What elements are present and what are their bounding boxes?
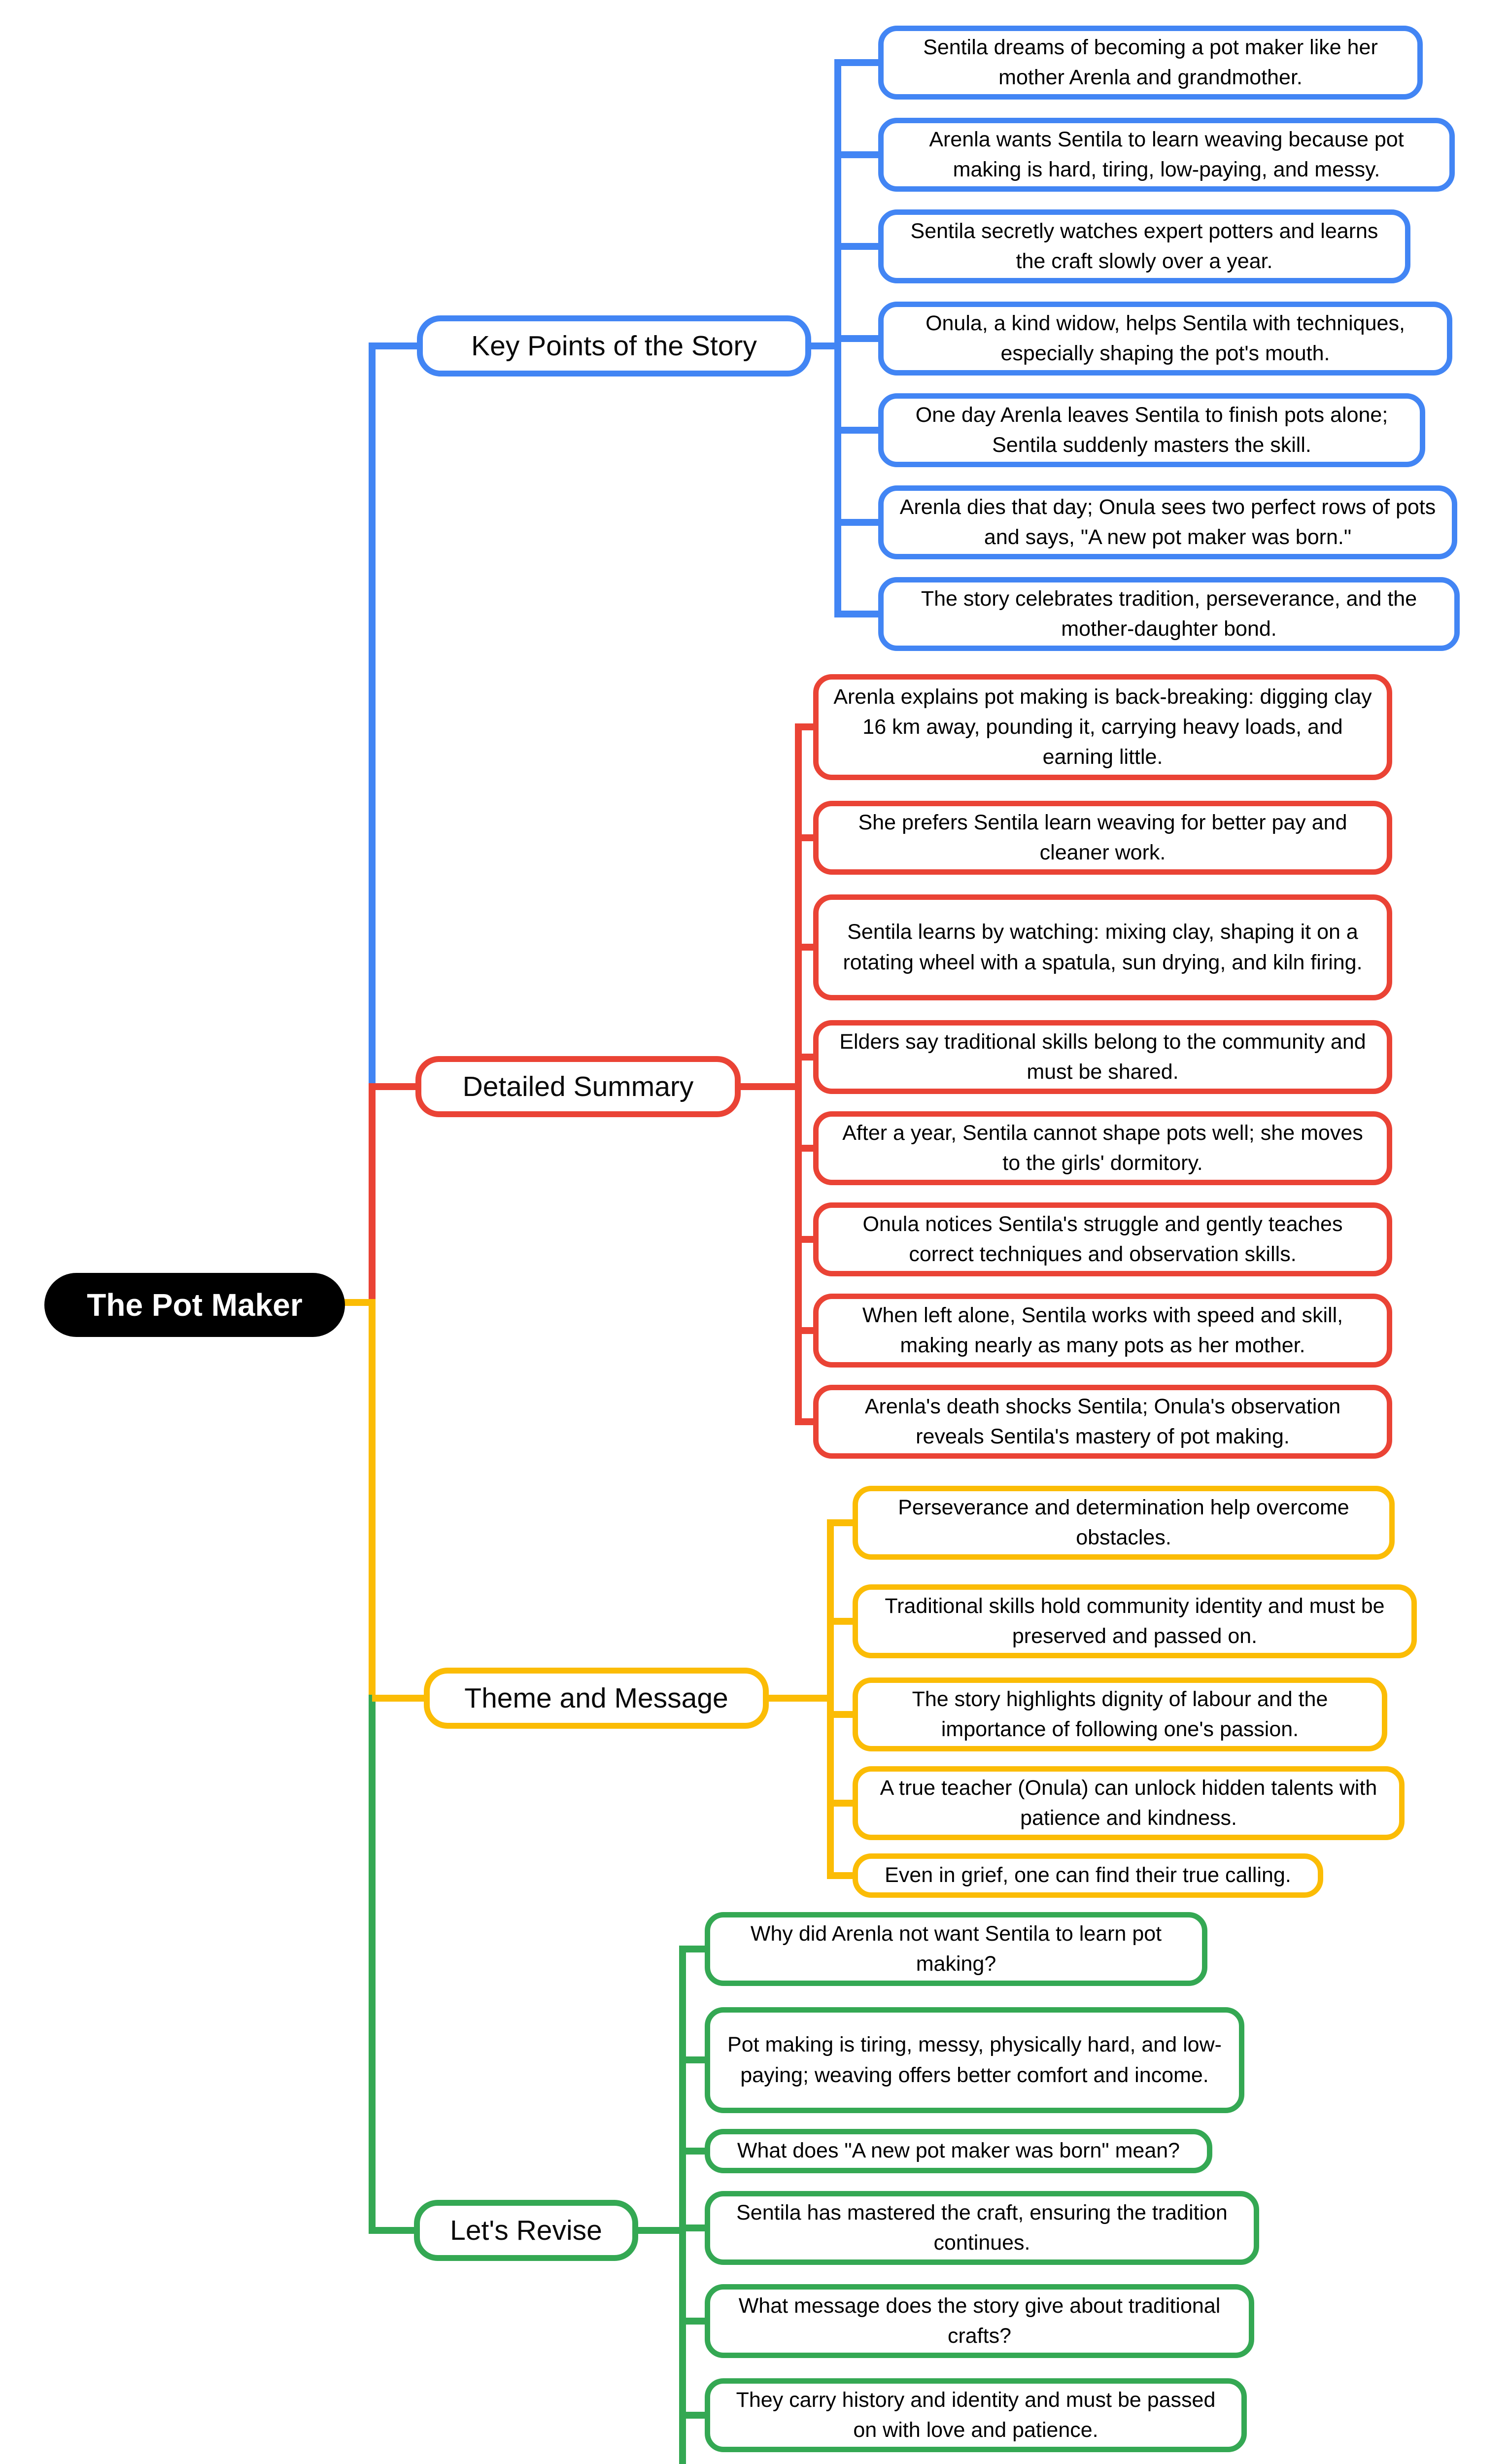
connector-child-stub bbox=[838, 243, 882, 250]
branch-label-key-points: Key Points of the Story bbox=[417, 315, 811, 376]
branch-label-detailed-summary: Detailed Summary bbox=[415, 1056, 741, 1117]
connector-child-stub bbox=[798, 834, 817, 841]
connector-child-stub bbox=[798, 1236, 817, 1243]
key-point-node: Sentila dreams of becoming a pot maker l… bbox=[878, 26, 1423, 100]
connector-child-stub bbox=[798, 944, 817, 951]
connector-child-stub bbox=[838, 59, 882, 66]
connector-child-stub bbox=[798, 1145, 817, 1152]
summary-node: She prefers Sentila learn weaving for be… bbox=[813, 801, 1392, 875]
connector-child-trunk-green bbox=[679, 1946, 686, 2464]
connector-child-stub bbox=[830, 1872, 856, 1879]
connector-label-stub-left bbox=[372, 342, 417, 349]
connector-child-stub bbox=[683, 2224, 708, 2231]
root-node: The Pot Maker bbox=[44, 1273, 345, 1337]
connector-child-stub bbox=[838, 151, 882, 158]
theme-node: The story highlights dignity of labour a… bbox=[853, 1677, 1387, 1751]
summary-node: When left alone, Sentila works with spee… bbox=[813, 1294, 1392, 1368]
connector-child-trunk-red bbox=[795, 723, 802, 1425]
connector-child-stub bbox=[838, 335, 882, 342]
connector-child-stub bbox=[683, 2318, 708, 2325]
key-point-node: Onula, a kind widow, helps Sentila with … bbox=[878, 302, 1452, 376]
connector-child-stub bbox=[683, 2412, 708, 2419]
connector-child-trunk-yellow bbox=[827, 1519, 834, 1879]
connector-label-stub-right bbox=[638, 2227, 686, 2234]
connector-child-stub bbox=[838, 519, 882, 526]
summary-node: Sentila learns by watching: mixing clay,… bbox=[813, 894, 1392, 1000]
connector-label-stub-left bbox=[372, 2227, 414, 2234]
connector-trunk-red bbox=[369, 1083, 376, 1306]
connector-child-stub bbox=[838, 427, 882, 434]
key-point-node: The story celebrates tradition, persever… bbox=[878, 577, 1460, 651]
revise-node: Pot making is tiring, messy, physically … bbox=[705, 2007, 1244, 2113]
summary-node: Onula notices Sentila's struggle and gen… bbox=[813, 1202, 1392, 1276]
revise-node: Why did Arenla not want Sentila to learn… bbox=[705, 1912, 1207, 1986]
summary-node: Arenla's death shocks Sentila; Onula's o… bbox=[813, 1385, 1392, 1459]
connector-child-stub bbox=[798, 1054, 817, 1061]
revise-node: Sentila has mastered the craft, ensuring… bbox=[705, 2191, 1259, 2265]
summary-node: After a year, Sentila cannot shape pots … bbox=[813, 1111, 1392, 1185]
theme-node: A true teacher (Onula) can unlock hidden… bbox=[853, 1766, 1405, 1840]
key-point-node: Sentila secretly watches expert potters … bbox=[878, 209, 1410, 283]
branch-label-theme-and-message: Theme and Message bbox=[424, 1668, 769, 1729]
connector-label-stub-right bbox=[769, 1695, 834, 1702]
connector-child-stub bbox=[683, 2056, 708, 2063]
connector-child-stub bbox=[830, 1618, 856, 1625]
key-point-node: Arenla wants Sentila to learn weaving be… bbox=[878, 118, 1455, 192]
revise-node: They carry history and identity and must… bbox=[705, 2378, 1247, 2452]
connector-trunk-green bbox=[369, 1695, 376, 2234]
connector-child-stub bbox=[798, 1418, 817, 1425]
summary-node: Elders say traditional skills belong to … bbox=[813, 1020, 1392, 1094]
connector-child-stub bbox=[798, 1327, 817, 1334]
connector-child-stub bbox=[838, 611, 882, 617]
revise-node: What message does the story give about t… bbox=[705, 2284, 1254, 2358]
key-point-node: One day Arenla leaves Sentila to finish … bbox=[878, 393, 1425, 467]
connector-label-stub-left bbox=[372, 1083, 415, 1090]
summary-node: Arenla explains pot making is back-break… bbox=[813, 674, 1392, 780]
connector-root-stub bbox=[340, 1299, 376, 1306]
connector-child-stub bbox=[683, 1946, 708, 1952]
branch-label-lets-revise: Let's Revise bbox=[414, 2200, 638, 2261]
theme-node: Traditional skills hold community identi… bbox=[853, 1584, 1417, 1658]
connector-child-stub bbox=[830, 1519, 856, 1526]
revise-node: What does "A new pot maker was born" mea… bbox=[705, 2129, 1212, 2173]
connector-label-stub-left bbox=[372, 1695, 424, 1702]
key-point-node: Arenla dies that day; Onula sees two per… bbox=[878, 485, 1457, 559]
connector-child-stub bbox=[683, 2148, 708, 2155]
theme-node: Perseverance and determination help over… bbox=[853, 1486, 1395, 1560]
connector-trunk-blue bbox=[369, 342, 376, 1090]
connector-label-stub-right bbox=[811, 342, 841, 349]
connector-child-stub bbox=[830, 1711, 856, 1718]
connector-trunk-yellow bbox=[369, 1299, 376, 1702]
connector-child-stub bbox=[830, 1800, 856, 1807]
connector-child-stub bbox=[798, 723, 817, 730]
connector-label-stub-right bbox=[741, 1083, 802, 1090]
theme-node: Even in grief, one can find their true c… bbox=[853, 1853, 1323, 1898]
